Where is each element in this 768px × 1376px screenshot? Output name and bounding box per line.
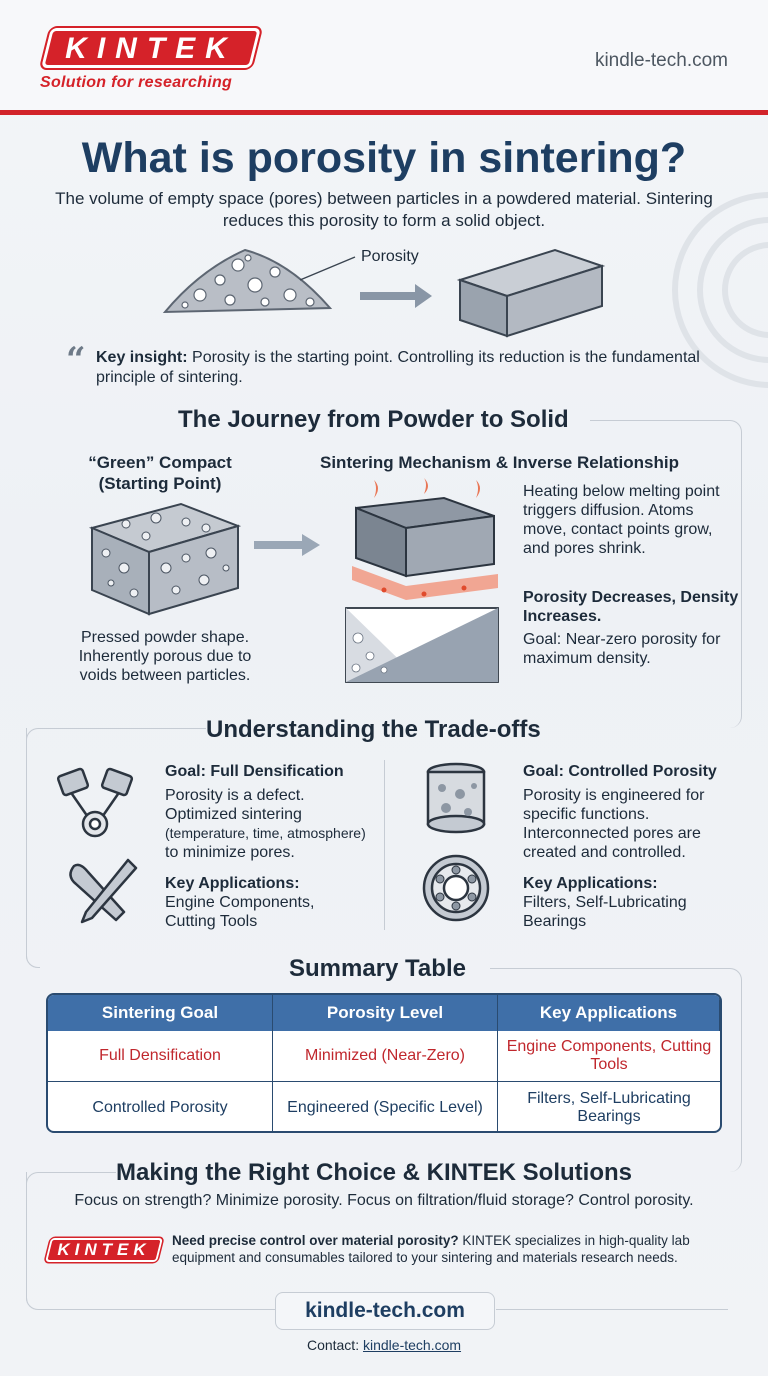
table-cell: Minimized (Near-Zero) — [273, 1031, 498, 1081]
choice-frame-right — [496, 1309, 728, 1310]
journey-frame — [590, 420, 742, 728]
table-cell: Engineered (Specific Level) — [273, 1082, 498, 1131]
green-title-line2: (Starting Point) — [98, 474, 222, 493]
table-cell: Filters, Self-Lubricating Bearings — [527, 1089, 691, 1125]
tradeoffs-title: Understanding the Trade-offs — [206, 716, 541, 743]
journey-title: The Journey from Powder to Solid — [178, 406, 569, 433]
filter-cartridge-icon — [426, 762, 486, 834]
ball-bearing-icon — [422, 854, 490, 922]
solid-block-icon — [456, 248, 606, 338]
powder-pile-icon — [162, 248, 333, 314]
table-header-cell: Sintering Goal — [48, 995, 273, 1031]
mechanism-desc: Heating below melting point triggers dif… — [523, 483, 720, 557]
header-divider — [0, 110, 768, 115]
contact-link[interactable]: kindle-tech.com — [362, 1337, 462, 1353]
summary-table: Sintering Goal Porosity Level Key Applic… — [46, 993, 722, 1133]
full-densification-desc: Porosity is a defect. Optimized sinterin… — [165, 786, 375, 862]
green-compact-cube-icon — [88, 502, 242, 616]
key-insight: Key insight: Porosity is the starting po… — [96, 348, 746, 388]
page-title: What is porosity in sintering? — [81, 134, 687, 182]
wrench-drill-icon — [69, 858, 138, 924]
table-cell: Engine Components, Cutting Tools — [506, 1038, 712, 1073]
quote-icon: “ — [66, 340, 86, 380]
insight-label: Key insight: — [96, 349, 188, 366]
flame-icon — [374, 478, 480, 498]
left-desc-small: (temperature, time, atmosphere) — [165, 825, 366, 841]
choice-frame-bottom — [26, 1172, 276, 1310]
tradeoffs-frame-bottom — [26, 728, 40, 968]
choice-title: Making the Right Choice & KINTEK Solutio… — [116, 1159, 632, 1186]
controlled-porosity-desc: Porosity is engineered for specific func… — [523, 787, 705, 861]
summary-title: Summary Table — [289, 955, 466, 982]
insight-text: Porosity is the starting point. Controll… — [96, 349, 700, 386]
summary-frame — [490, 968, 742, 1172]
site-url-button[interactable]: kindle-tech.com — [275, 1292, 495, 1330]
relation-title: Porosity Decreases, Density Increases. — [523, 589, 739, 625]
right-apps: Filters, Self-Lubricating Bearings — [523, 894, 687, 930]
arrow-right-icon — [254, 534, 320, 556]
right-apps-label: Key Applications: — [523, 875, 658, 892]
table-cell: Full Densification — [48, 1031, 273, 1081]
decorative-rings-icon — [672, 192, 768, 388]
mechanism-title: Sintering Mechanism & Inverse Relationsh… — [320, 453, 679, 472]
small-logo-text: KINTEK — [57, 1240, 151, 1259]
contact-label: Contact: — [306, 1337, 363, 1353]
porosity-label: Porosity — [361, 248, 419, 265]
cta-text: Need precise control over material poros… — [172, 1232, 732, 1266]
choice-text: Focus on strength? Minimize porosity. Fo… — [74, 1192, 694, 1209]
powder-to-solid-illustration — [162, 248, 606, 338]
logo-text: KINTEK — [65, 32, 237, 65]
table-cell: Controlled Porosity — [48, 1082, 273, 1131]
site-link[interactable]: kindle-tech.com — [594, 50, 728, 71]
relation-desc: Goal: Near-zero porosity for maximum den… — [523, 631, 721, 667]
controlled-porosity-goal: Goal: Controlled Porosity — [523, 763, 717, 780]
contact-line: Contact: kindle-tech.com — [0, 1337, 768, 1353]
logo-tagline: Solution for researching — [40, 74, 233, 91]
cta-bold: Need precise control over material poros… — [172, 1233, 459, 1248]
table-row: Controlled Porosity Engineered (Specific… — [48, 1082, 720, 1131]
full-densification-goal: Goal: Full Densification — [165, 763, 344, 780]
engine-piston-icon — [56, 767, 134, 838]
table-header-cell: Porosity Level — [273, 995, 498, 1031]
table-header-cell: Key Applications — [498, 995, 720, 1031]
sintering-heat-illustration — [345, 478, 499, 683]
tradeoffs-divider — [384, 760, 385, 930]
table-row: Full Densification Minimized (Near-Zero)… — [48, 1031, 720, 1082]
left-apps-label: Key Applications: — [165, 875, 300, 892]
left-desc-text: Porosity is a defect. Optimized sinterin… — [165, 787, 305, 823]
green-title-line1: “Green” Compact — [88, 453, 232, 472]
table-header-row: Sintering Goal Porosity Level Key Applic… — [48, 995, 720, 1031]
left-desc-end: to minimize pores. — [165, 844, 295, 861]
left-apps: Engine Components, Cutting Tools — [165, 894, 315, 930]
cta-body: KINTEK specializes in high-quality lab e… — [172, 1233, 690, 1265]
page-subtitle: The volume of empty space (pores) betwee… — [55, 189, 713, 230]
green-compact-desc: Pressed powder shape. Inherently porous … — [78, 629, 252, 684]
green-compact-title: “Green” Compact (Starting Point) — [40, 452, 280, 494]
arrow-right-icon — [360, 284, 432, 308]
